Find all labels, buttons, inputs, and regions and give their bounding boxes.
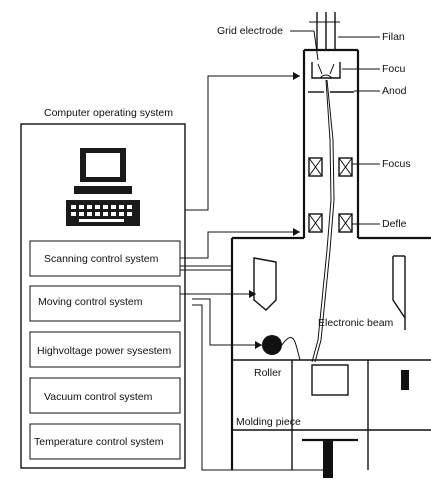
control-system-label: Highvoltage power sysestem [37,345,171,357]
label-molding-piece: Molding piece [236,416,301,428]
powder-hopper [253,257,277,311]
computer-icon [66,148,140,226]
molding-piece [311,364,349,396]
label-deflection: Defle [382,218,407,230]
deflection-coil [308,213,353,233]
computer-operating-system: Computer operating system [20,107,186,469]
electron-gun-column [302,12,360,363]
roller [262,335,282,355]
label-focus-upper: Focu [382,63,406,75]
focus-coil [308,157,353,177]
control-system-temperature: Temperature control system [29,423,181,460]
label-filament: Filan [382,31,405,43]
control-system-label: Moving control system [38,296,143,308]
label-electronic-beam: Electronic beam [318,317,394,329]
connection-lines [180,72,323,471]
grid-electrode-cup [311,62,341,79]
label-focus-coil: Focus [382,158,411,170]
label-grid-electrode: Grid electrode [217,25,283,37]
vacuum-chamber [230,236,431,478]
control-system-vacuum: Vacuum control system [29,377,181,414]
control-system-label: Temperature control system [34,436,164,448]
electron-beam-path [311,79,332,363]
computer-system-title: Computer operating system [44,107,173,119]
control-system-highvoltage: Highvoltage power sysestem [29,331,181,368]
control-system-scanning: Scanning control system [29,240,181,277]
piston-rod [323,440,333,478]
label-anode: Anod [382,85,407,97]
control-system-label: Scanning control system [44,253,159,265]
computer-system-frame [20,123,186,469]
label-roller: Roller [254,367,282,379]
control-system-moving: Moving control system [29,285,181,322]
component-labels: Grid electrode Filan Focu Anod Focus Def… [217,25,411,428]
control-system-label: Vacuum control system [44,391,153,403]
